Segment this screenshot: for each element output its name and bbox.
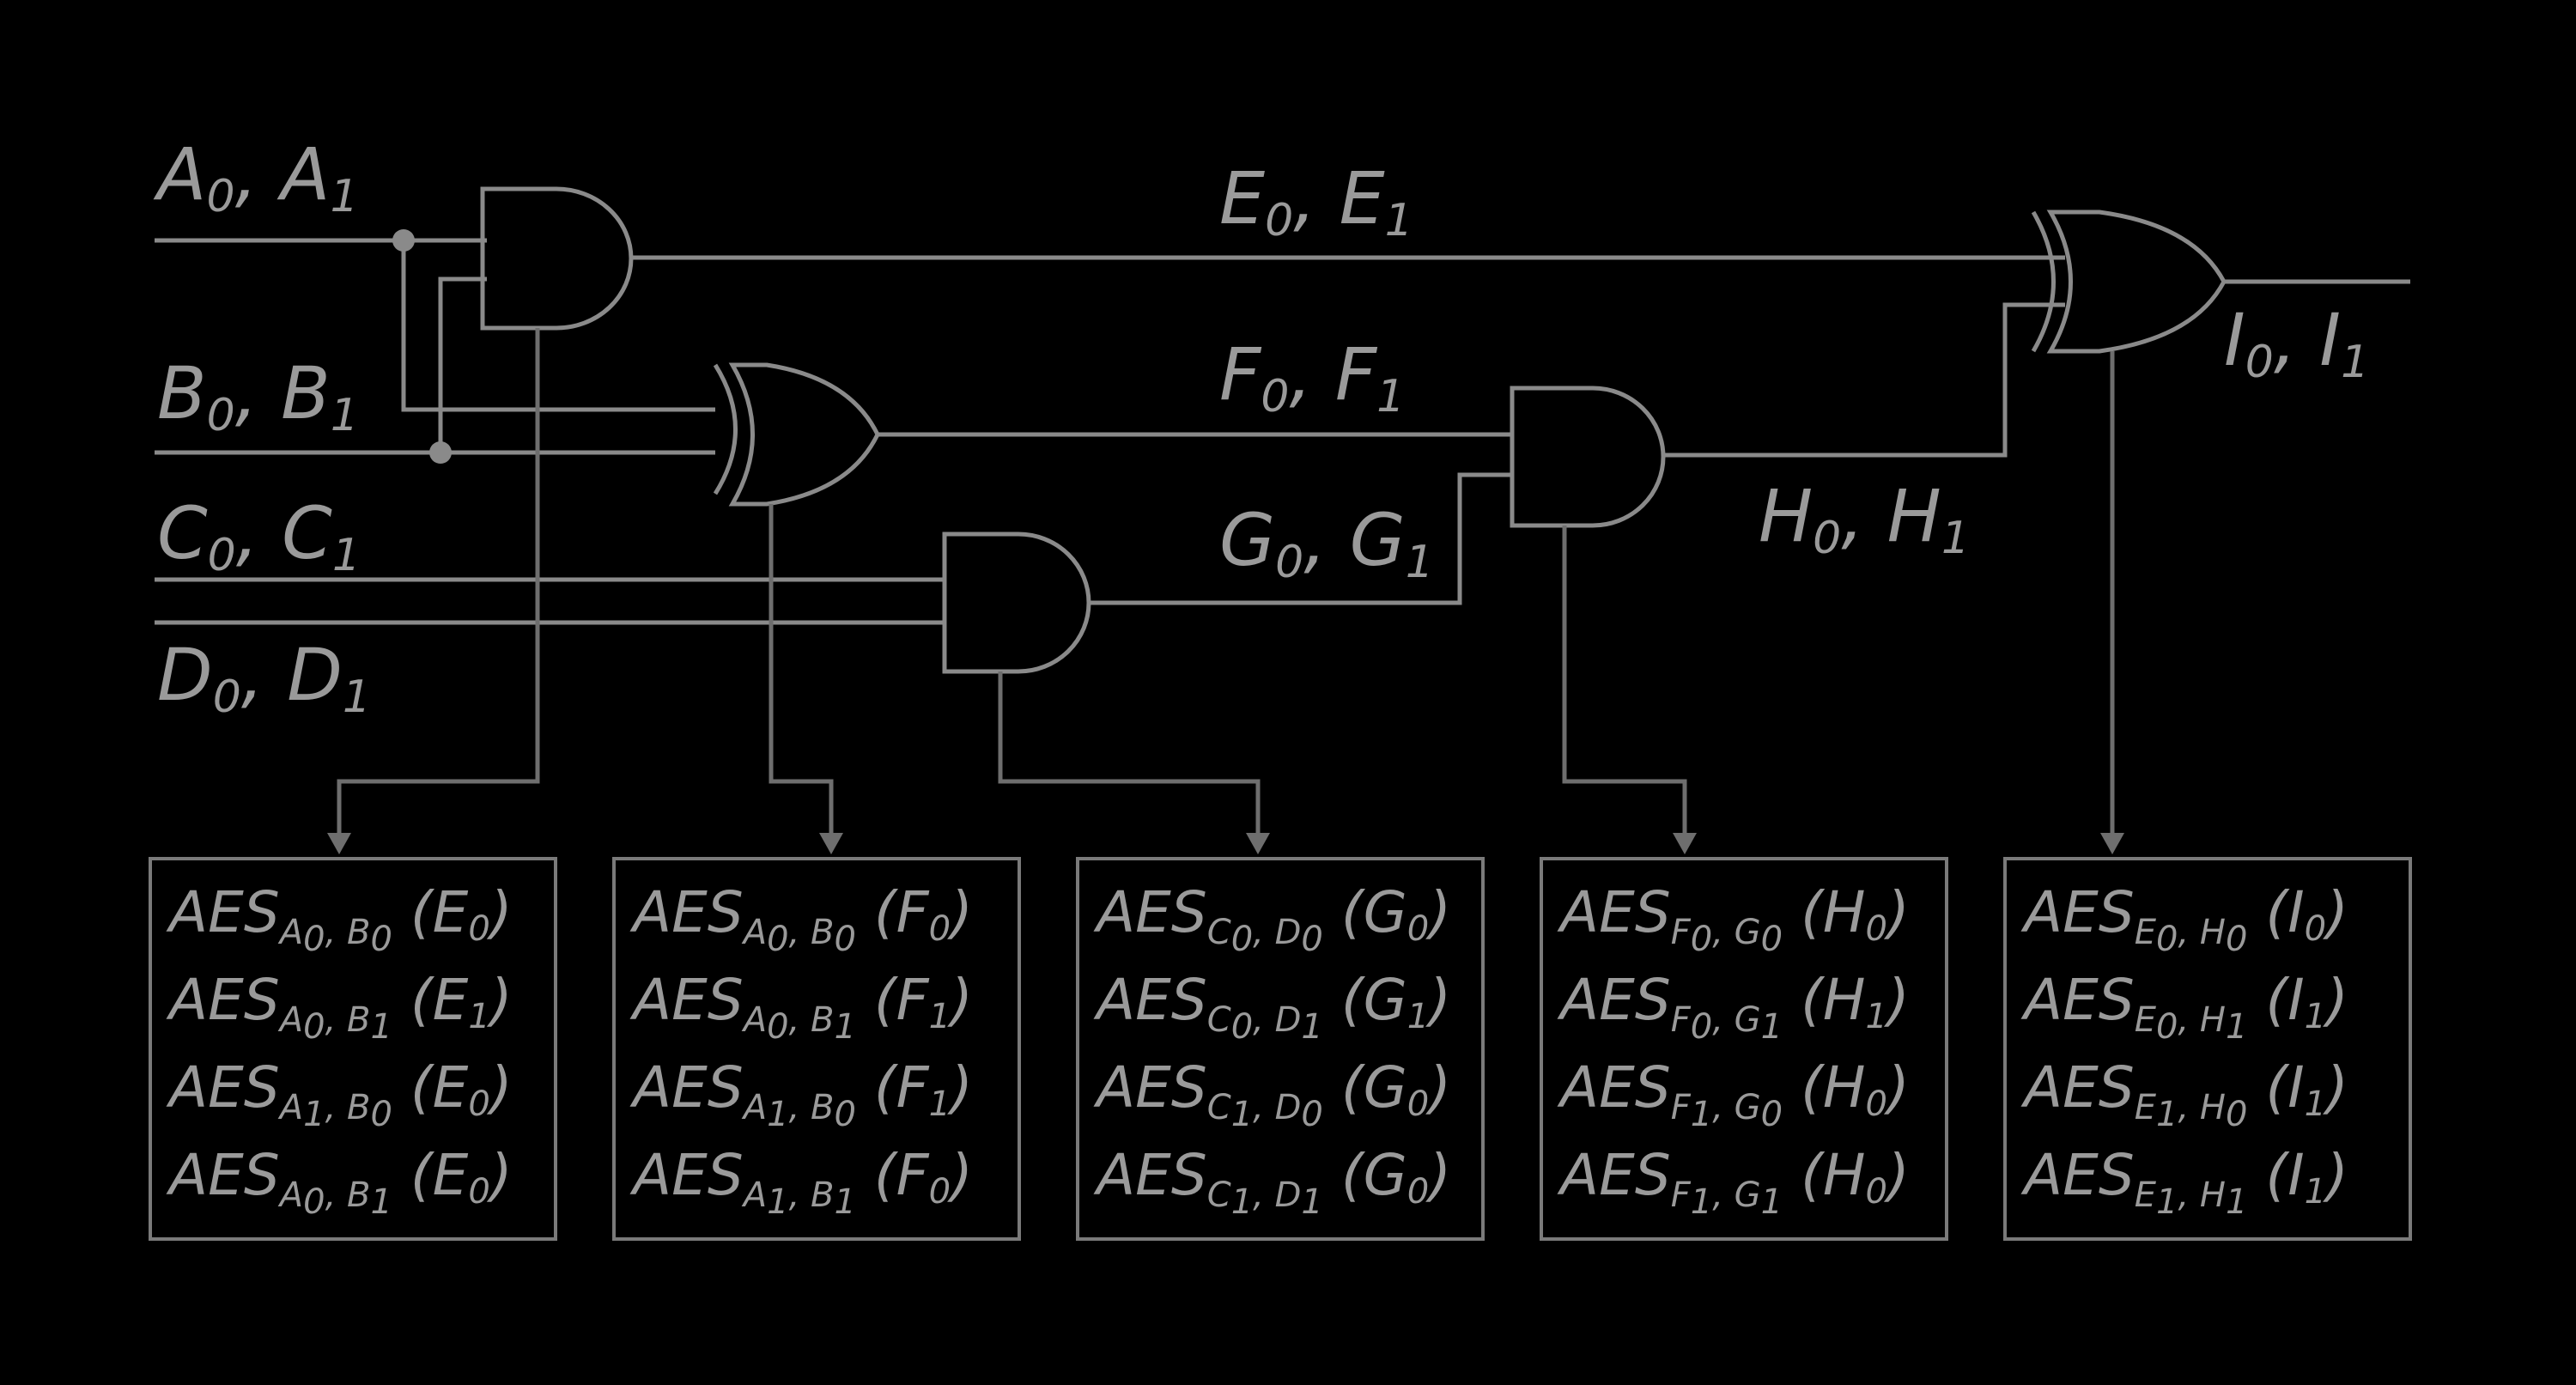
- table-row: AESF1, G1 (H0): [1557, 1142, 1910, 1222]
- wire-a-branch: [401, 240, 715, 412]
- table-3: AESC0, D0 (G0)AESC0, D1 (G1)AESC1, D0 (G…: [1076, 857, 1485, 1241]
- label-c: C0, C1: [157, 491, 361, 581]
- table-row: AESA1, B0 (E0): [166, 1054, 513, 1134]
- table-5: AESE0, H0 (I0)AESE0, H1 (I1)AESE1, H0 (I…: [2003, 857, 2412, 1241]
- label-b: B0, B1: [157, 351, 359, 441]
- table-row: AESE1, H0 (I1): [2020, 1054, 2348, 1134]
- table-row: AESF0, G1 (H1): [1557, 967, 1910, 1047]
- table-row: AESC1, D1 (G0): [1093, 1142, 1451, 1222]
- junction-a: [392, 229, 415, 252]
- table-box: [149, 857, 557, 1241]
- table-1: AESA0, B0 (E0)AESA0, B1 (E1)AESA1, B0 (E…: [149, 857, 557, 1241]
- table-row: AESE1, H1 (I1): [2020, 1142, 2348, 1222]
- junction-b: [429, 441, 452, 464]
- table-box: [1540, 857, 1948, 1241]
- garbled-tables: AESA0, B0 (E0)AESA0, B1 (E1)AESA1, B0 (E…: [149, 857, 2412, 1241]
- gate-4-and: [1510, 386, 1666, 528]
- table-row: AESC0, D0 (G0): [1093, 879, 1451, 959]
- table-row: AESE0, H0 (I0): [2020, 879, 2348, 959]
- label-f: F0, F1: [1219, 332, 1405, 422]
- gate-2-xor: [713, 362, 880, 507]
- table-row: AESA1, B0 (F1): [629, 1054, 973, 1134]
- wires: [155, 238, 2410, 625]
- wire-g: [1089, 472, 1512, 605]
- gate-5-xor: [2031, 210, 2227, 354]
- table-row: AESF1, G0 (H0): [1557, 1054, 1910, 1134]
- table-row: AESA0, B1 (E1): [166, 967, 513, 1047]
- table-row: AESC1, D0 (G0): [1093, 1054, 1451, 1134]
- table-row: AESA0, B1 (E0): [166, 1142, 513, 1222]
- table-box: [2003, 857, 2412, 1241]
- table-row: AESA0, B0 (F0): [629, 879, 973, 959]
- table-row: AESA0, B1 (F1): [629, 967, 973, 1047]
- table-2: AESA0, B0 (F0)AESA0, B1 (F1)AESA1, B0 (F…: [612, 857, 1021, 1241]
- table-row: AESA0, B0 (E0): [166, 879, 513, 959]
- wire-h: [1663, 302, 2065, 458]
- signal-labels: A0, A1 B0, B1 C0, C1 D0, D1 E0, E1 F0, F1 G0, …: [153, 132, 2369, 723]
- table-row: AESC0, D1 (G1): [1093, 967, 1451, 1047]
- label-h: H0, H1: [1759, 474, 1970, 564]
- table-box: [1076, 857, 1485, 1241]
- label-a: A0, A1: [153, 132, 359, 222]
- label-d: D0, D1: [157, 633, 371, 723]
- gate-3-and: [942, 532, 1091, 674]
- table-box: [612, 857, 1021, 1241]
- arrows: [327, 328, 2124, 854]
- table-4: AESF0, G0 (H0)AESF0, G1 (H1)AESF1, G0 (H…: [1540, 857, 1948, 1241]
- table-row: AESA1, B1 (F0): [629, 1142, 973, 1222]
- table-row: AESF0, G0 (H0): [1557, 879, 1910, 959]
- table-row: AESE0, H1 (I1): [2020, 967, 2348, 1047]
- label-i: I0, I1: [2224, 298, 2369, 388]
- gate-1-and: [480, 186, 634, 331]
- wire-b-branch: [438, 276, 487, 453]
- label-g: G0, G1: [1219, 498, 1434, 588]
- label-e: E0, E1: [1219, 156, 1413, 246]
